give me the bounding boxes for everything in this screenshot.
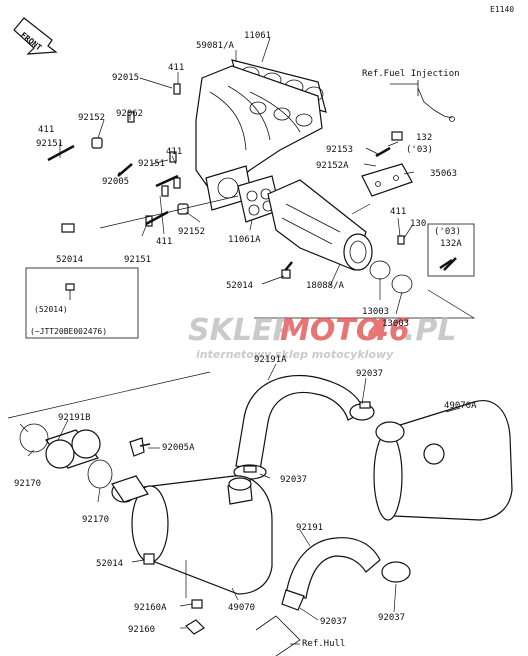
label-11061: 11061	[244, 31, 271, 41]
part-labels: 11061 59081/A 411 92015 92062 92152 411 …	[14, 31, 477, 649]
label-92170-a: 92170	[14, 479, 41, 489]
label-serial-range: (~JTT20BE002476)	[30, 327, 107, 336]
bracket-35063	[361, 163, 413, 197]
label-92005a: 92005A	[162, 443, 195, 453]
drain-52014-c	[143, 553, 155, 565]
label-92015: 92015	[112, 73, 139, 83]
clamp-92037-d	[381, 561, 411, 583]
label-92153: 92153	[326, 145, 353, 155]
label-49070a: 49070A	[444, 401, 477, 411]
label-52014-a: 52014	[56, 255, 83, 265]
label-03-b: ('03)	[434, 227, 461, 237]
label-ref-hull: Ref.Hull	[302, 639, 345, 649]
part-92160	[185, 619, 205, 635]
watermark-logo: SKLEP MOTO 46 .PL internetowy sklep moto…	[188, 313, 457, 361]
label-132a: 132A	[440, 239, 462, 249]
label-92151-c: 92151	[124, 255, 151, 265]
divider-right	[254, 289, 476, 319]
label-92152-a: 92152	[78, 113, 105, 123]
clamp-92037-c	[281, 589, 305, 611]
o-ring-13003-b	[391, 274, 413, 294]
label-18088a: 18088/A	[306, 281, 345, 291]
label-52014-b: 52014	[226, 281, 253, 291]
fasteners	[47, 83, 457, 279]
muffler-49070	[111, 475, 273, 595]
o-ring-13003-a	[369, 260, 391, 280]
label-92037-a: 92037	[356, 369, 383, 379]
label-411-e: 411	[390, 207, 406, 217]
serial-note-box	[25, 267, 139, 339]
label-92191: 92191	[296, 523, 323, 533]
label-52014-c: 52014	[96, 559, 123, 569]
waterbox-49070a	[373, 400, 513, 521]
label-92037-b: 92037	[280, 475, 307, 485]
clamp-92170-b	[87, 459, 113, 489]
svg-text:SKLEP: SKLEP	[188, 313, 294, 348]
label-411-a: 411	[168, 63, 184, 73]
bolt-132a	[439, 258, 453, 270]
leader-lines-lower	[19, 363, 461, 645]
label-92160: 92160	[128, 625, 155, 635]
fitting-92005a	[129, 437, 151, 457]
label-92151-a: 92151	[36, 139, 63, 149]
label-35063: 35063	[430, 169, 457, 179]
front-arrow-icon: FRONT	[13, 17, 58, 55]
exhaust-hose-92191a	[235, 374, 365, 471]
label-411-d: 411	[156, 237, 172, 247]
label-92005: 92005	[102, 177, 129, 187]
label-92160a: 92160A	[134, 603, 167, 613]
label-130: 130	[410, 219, 426, 229]
label-132: 132	[416, 133, 432, 143]
clamp-92170-a	[19, 423, 49, 453]
label-ref-fuel-injection: Ref.Fuel Injection	[362, 69, 460, 79]
label-92191b: 92191B	[58, 413, 91, 423]
leader-lines-upper	[59, 37, 418, 315]
svg-text:.PL: .PL	[404, 313, 457, 348]
svg-text:MOTO: MOTO	[280, 313, 381, 348]
diagram-code: E1140	[490, 5, 514, 14]
divider-left	[7, 371, 211, 419]
label-92152-b: 92152	[178, 227, 205, 237]
label-49070: 49070	[228, 603, 255, 613]
label-59081a: 59081/A	[196, 41, 235, 51]
label-92062: 92062	[116, 109, 143, 119]
label-92152a: 92152A	[316, 161, 349, 171]
label-92191a: 92191A	[254, 355, 287, 365]
hull-ref-mark	[255, 615, 301, 656]
resonator-18088a	[267, 179, 373, 271]
label-92037-c: 92037	[320, 617, 347, 627]
hose-92191b	[45, 429, 101, 469]
label-13003-b: 13003	[382, 319, 409, 329]
label-92037-d: 92037	[378, 613, 405, 623]
label-411-c: 411	[166, 147, 182, 157]
label-92151-b: 92151	[138, 159, 165, 169]
exhaust-hose-92191	[281, 537, 411, 611]
part-92160a	[191, 599, 203, 609]
label-serial-part: (52014)	[34, 305, 68, 314]
label-92170-b: 92170	[82, 515, 109, 525]
svg-text:46: 46	[367, 313, 410, 348]
label-411-b: 411	[38, 125, 54, 135]
label-03-a: ('03)	[406, 145, 433, 155]
fuel-injection-hose	[417, 80, 455, 122]
label-13003-a: 13003	[362, 307, 389, 317]
clamp-92037-b	[233, 464, 267, 480]
year-03-box	[427, 223, 475, 277]
label-11061a: 11061A	[228, 235, 261, 245]
svg-text:internetowy sklep motocyklowy: internetowy sklep motocyklowy	[196, 348, 394, 361]
